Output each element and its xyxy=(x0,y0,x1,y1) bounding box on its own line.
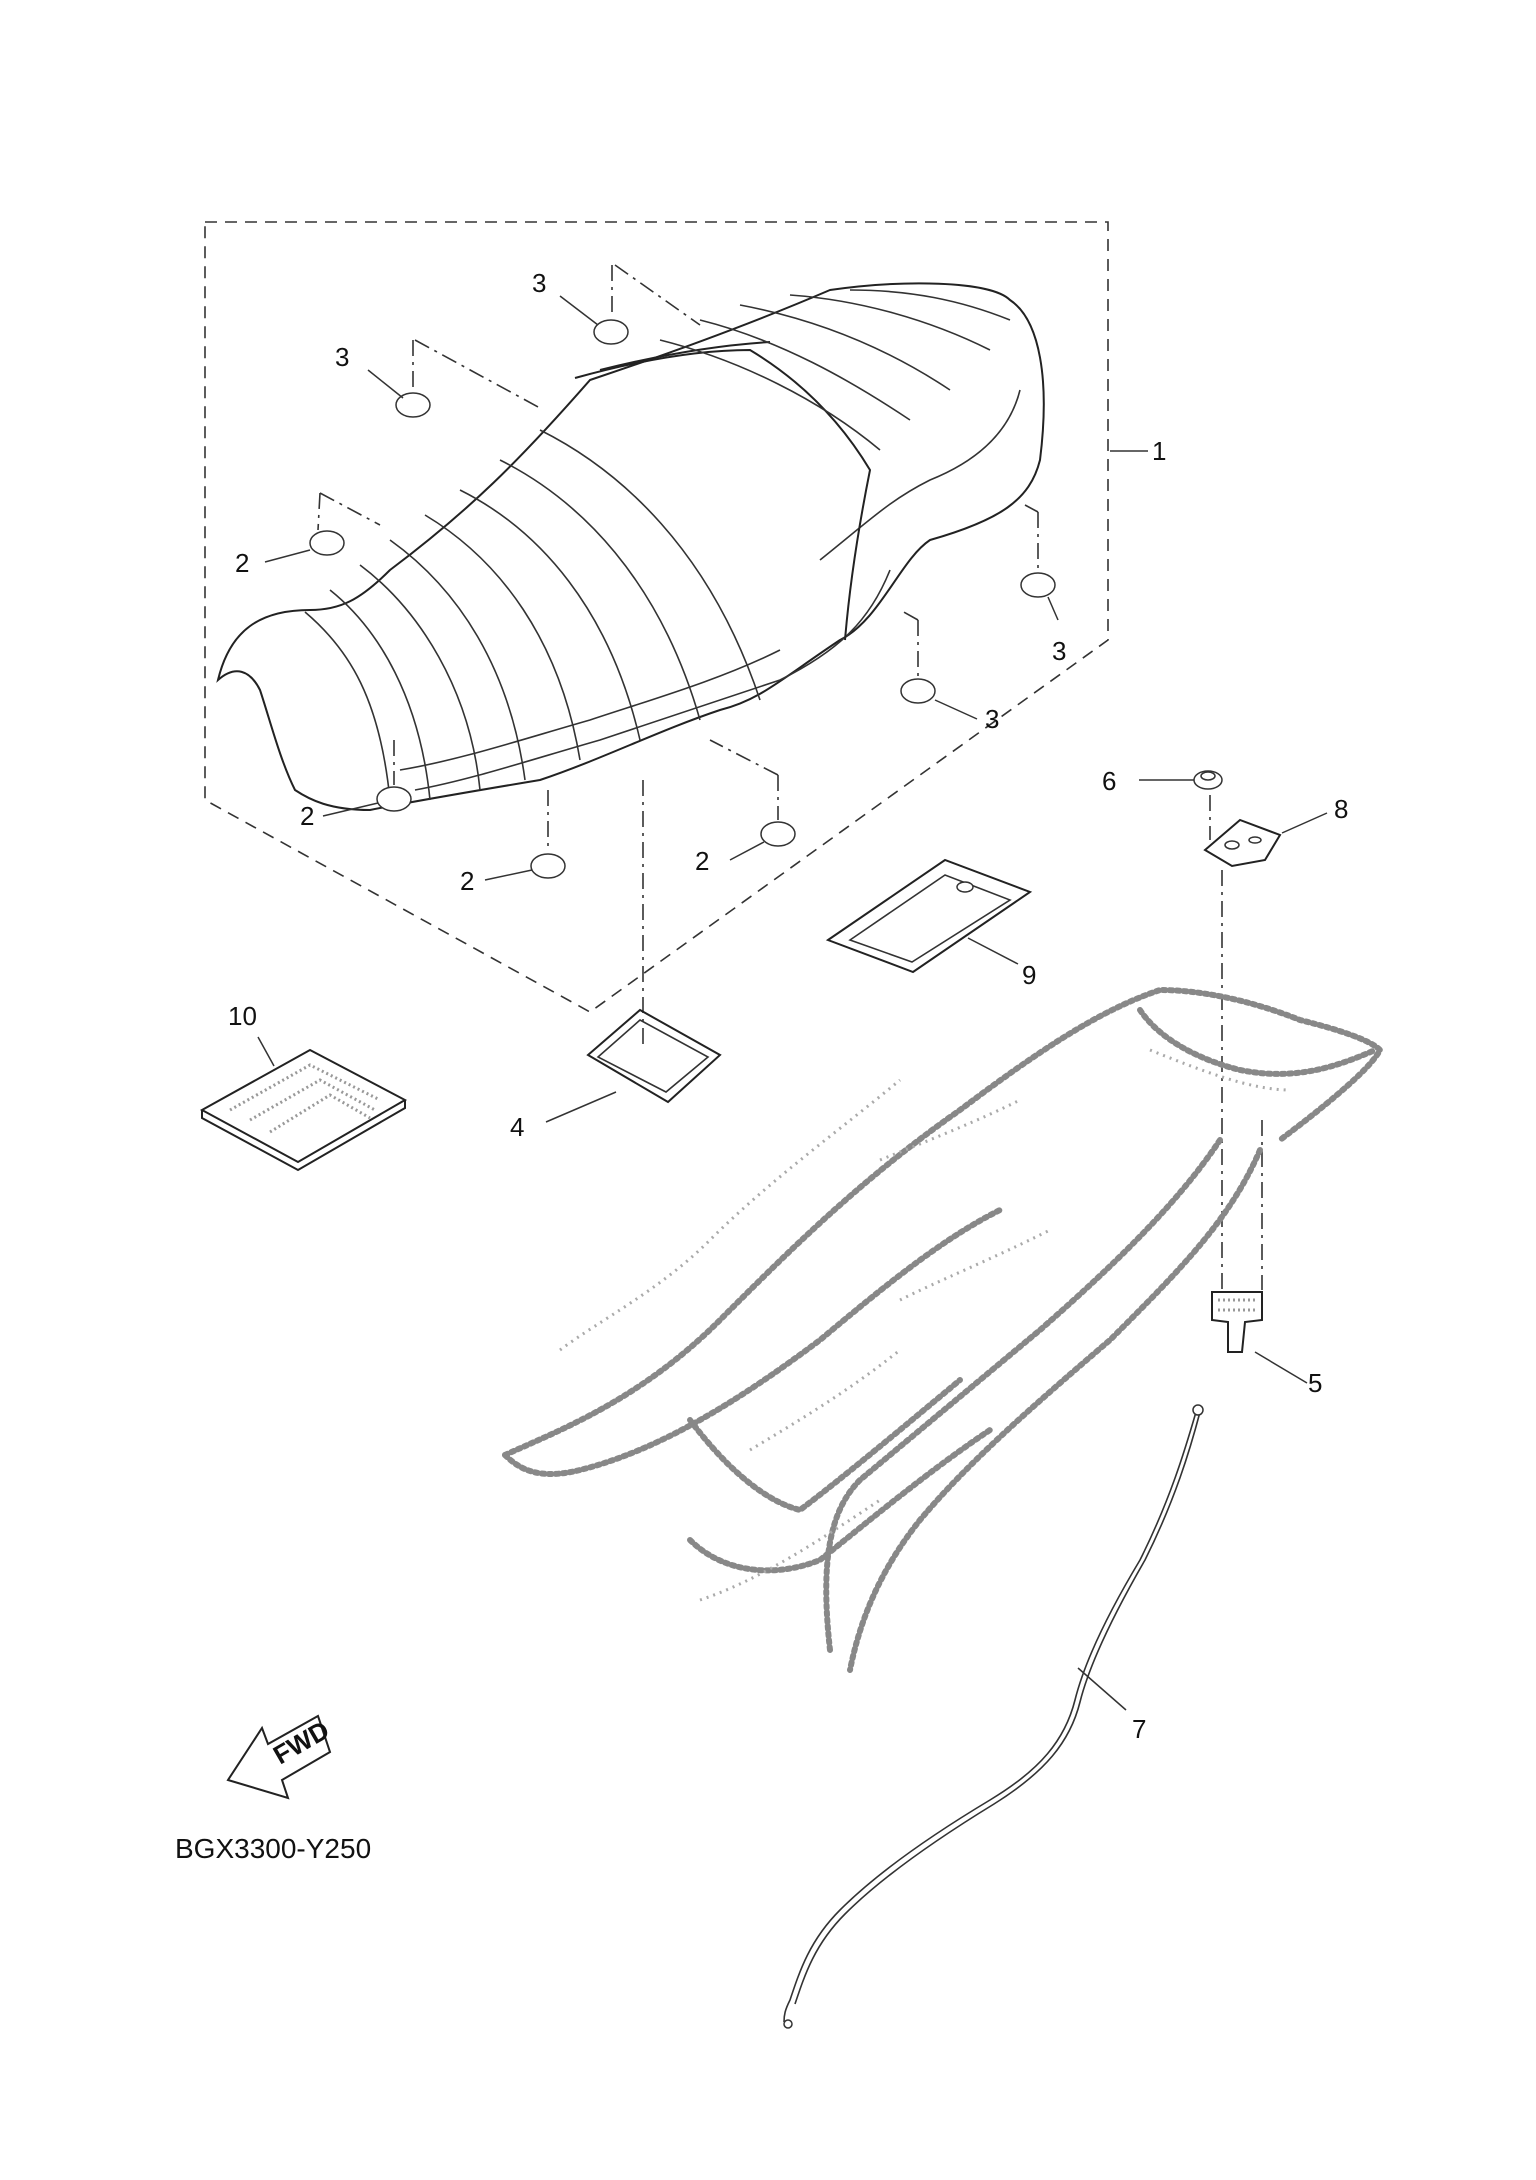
forward-direction-arrow: FWD xyxy=(226,1714,334,1800)
grommet-2a xyxy=(309,530,345,556)
callout-9: 9 xyxy=(1022,960,1036,990)
callout-2-lower-left: 2 xyxy=(300,801,314,831)
callout-4: 4 xyxy=(510,1112,524,1142)
lock-bracket xyxy=(1203,818,1282,868)
grommet-3a xyxy=(593,319,629,345)
callout-3-top: 3 xyxy=(532,268,546,298)
callout-6: 6 xyxy=(1102,766,1116,796)
seat xyxy=(216,282,1045,812)
seat-seal xyxy=(586,1008,722,1104)
owners-manual xyxy=(199,1048,408,1172)
grommet-group xyxy=(309,319,1056,879)
grommet-3d xyxy=(900,678,936,704)
seat-lock-cable xyxy=(783,1411,1197,2023)
grommet-2c xyxy=(530,853,566,879)
callout-8: 8 xyxy=(1334,794,1348,824)
callout-2-lower-right: 2 xyxy=(695,846,709,876)
callout-2-left: 2 xyxy=(235,548,249,578)
callout-10: 10 xyxy=(228,1001,257,1031)
callout-1: 1 xyxy=(1152,436,1166,466)
rear-frame xyxy=(502,986,1384,1673)
diagram-code: BGX3300-Y250 xyxy=(175,1833,371,1864)
fwd-label: FWD xyxy=(268,1715,334,1771)
grommet-3b xyxy=(395,392,431,418)
grommet-3c xyxy=(1020,572,1056,598)
callout-2-lower-mid: 2 xyxy=(460,866,474,896)
seat-lock xyxy=(1211,1291,1263,1353)
cover-plate xyxy=(825,858,1033,974)
callout-7: 7 xyxy=(1132,1714,1146,1744)
callout-3-mid: 3 xyxy=(985,704,999,734)
grommet-2b xyxy=(376,786,412,812)
callout-5: 5 xyxy=(1308,1368,1322,1398)
nut xyxy=(1193,770,1223,790)
callout-3-left: 3 xyxy=(335,342,349,372)
grommet-2d xyxy=(760,821,796,847)
seat-assembly-boundary xyxy=(204,221,1109,1013)
cable-end xyxy=(783,2019,793,2029)
callout-3-right: 3 xyxy=(1052,636,1066,666)
cable-head xyxy=(1192,1404,1204,1416)
